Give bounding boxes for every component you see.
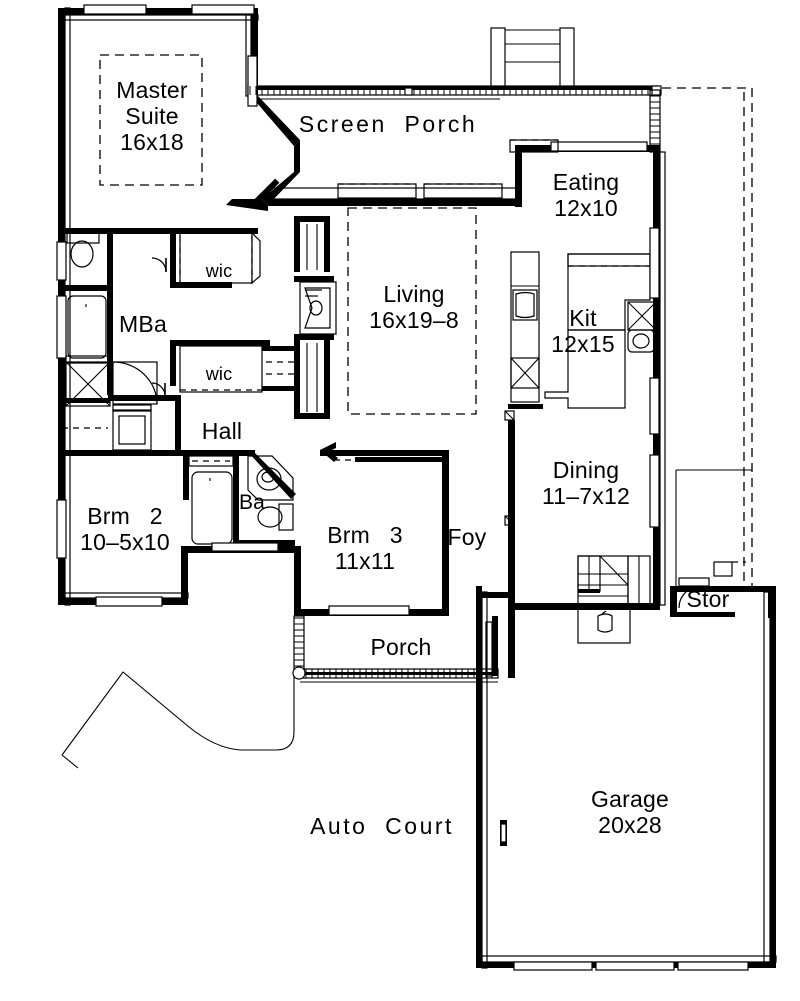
exterior-walls xyxy=(58,7,666,678)
master-bath-vanity-fixture xyxy=(112,361,158,405)
water-heater-fixture xyxy=(577,608,631,644)
wic-lower-door[interactable] xyxy=(151,382,166,397)
storage-fixture xyxy=(713,561,746,577)
garage-side-door[interactable] xyxy=(500,820,507,846)
master-bath-toilet-fixture xyxy=(66,231,100,268)
kitchen-lower-counter xyxy=(544,329,626,409)
screen-porch-steps xyxy=(490,27,575,87)
storage-door[interactable] xyxy=(678,577,710,609)
hall-bath-area xyxy=(183,450,296,546)
master-bath-area xyxy=(58,228,270,456)
front-walkway xyxy=(61,671,295,769)
front-porch xyxy=(292,615,499,683)
garage-walls xyxy=(476,586,777,971)
fireplace-fixture xyxy=(294,276,337,340)
dashed-room-outlines xyxy=(99,54,477,415)
dining-stairs-garage-area xyxy=(476,410,777,971)
kitchen-cooktop xyxy=(512,289,538,321)
kitchen-oven xyxy=(510,357,540,389)
hall-bath-toilet-fixture xyxy=(257,503,294,531)
stairs-fixture xyxy=(577,555,651,609)
hall-bath-lav-fixture xyxy=(247,455,294,501)
windows xyxy=(56,4,660,616)
laundry-area xyxy=(62,404,152,451)
wic-upper-closet xyxy=(179,231,261,285)
hall-bath-tub-fixture xyxy=(191,471,233,545)
master-bath-shower-fixture xyxy=(65,355,111,407)
screen-porch-rail-panels xyxy=(337,139,559,199)
master-bath-tub-fixture xyxy=(67,295,107,359)
roof-overhang-dashed xyxy=(662,87,753,588)
kitchen-island xyxy=(567,253,651,331)
living-room-area xyxy=(262,216,337,419)
kitchen-sink-fixture xyxy=(627,301,657,353)
bedroom3-foyer-area xyxy=(320,442,442,462)
kitchen-area xyxy=(508,251,657,409)
electrical-symbol xyxy=(504,515,515,526)
wic-lower-closet xyxy=(179,345,263,393)
screen-hatch-ticks xyxy=(249,86,660,678)
electrical-symbol xyxy=(504,410,515,421)
wic-upper-door[interactable] xyxy=(151,257,167,273)
